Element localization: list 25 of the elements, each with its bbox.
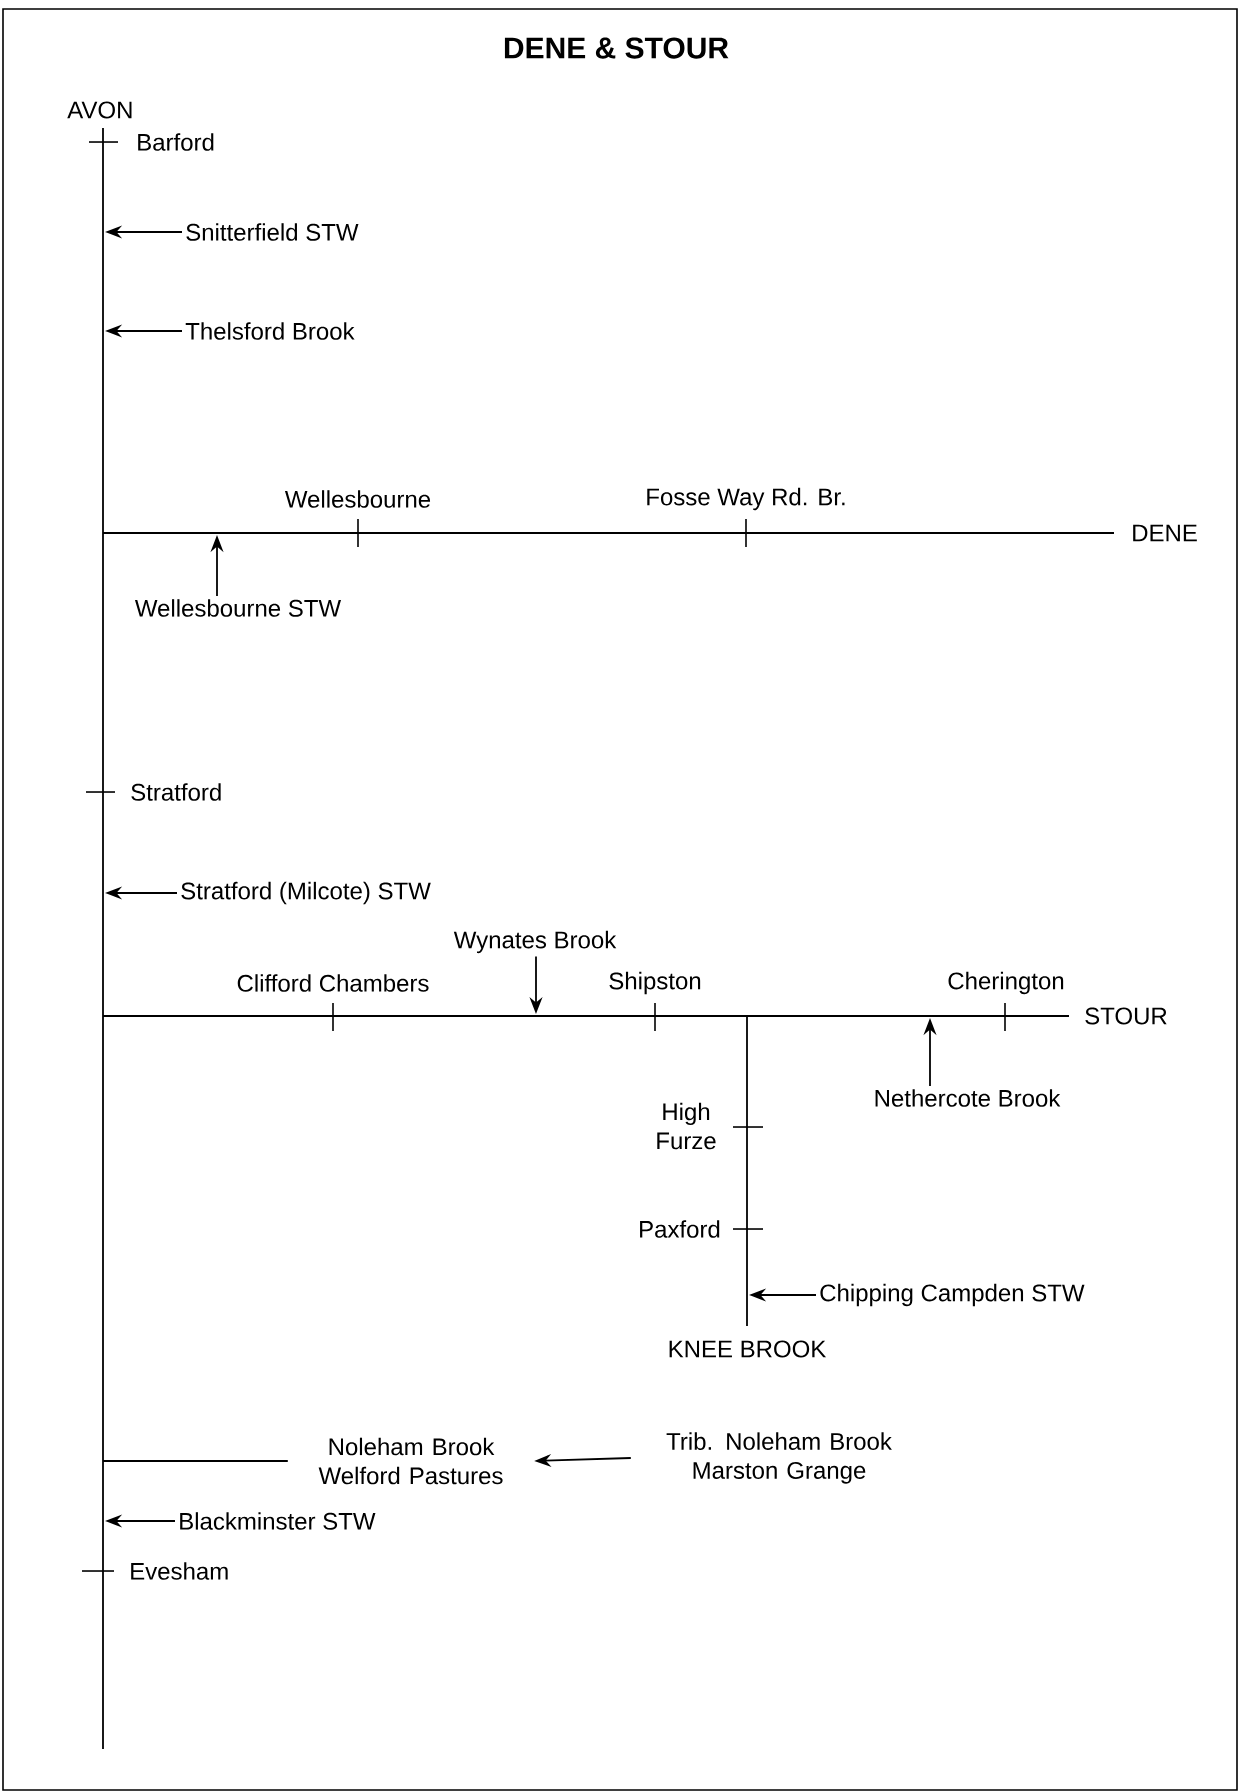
- place-label: Paxford: [640, 1220, 720, 1238]
- place-label: Barford: [138, 133, 214, 151]
- place-label: Clifford Chambers: [237, 974, 429, 992]
- river-name: STOUR: [1085, 1007, 1167, 1025]
- place-label: Stratford: [131, 783, 221, 801]
- source-label: Wellesbourne STW: [134, 599, 341, 617]
- source-label: Blackminster STW: [180, 1512, 376, 1530]
- source-label: Snitterfield STW: [186, 223, 359, 241]
- river-name: AVON: [67, 101, 132, 119]
- source-label: Noleham Brook Welford Pastures: [318, 1437, 503, 1485]
- source-label: Trib. Noleham Brook Marston Grange: [666, 1432, 892, 1484]
- place-label: Shipston: [609, 971, 701, 995]
- source-label: Stratford (Milcote) STW: [181, 881, 431, 905]
- place-label: Cherington: [948, 971, 1064, 995]
- source-label: Wynates Brook: [453, 930, 617, 954]
- place-label: Wellesbourne: [284, 490, 431, 508]
- source-label: Chipping Campden STW: [820, 1283, 1085, 1307]
- title: DENE & STOUR: [504, 37, 729, 59]
- source-label: Thelsford Brook: [185, 322, 355, 340]
- place-label: Fosse Way Rd. Br.: [647, 487, 845, 511]
- river-name: KNEE BROOK: [669, 1340, 827, 1358]
- place-label: High Furze: [657, 1102, 716, 1150]
- place-label: Evesham: [131, 1562, 228, 1580]
- source-label: Nethercote Brook: [875, 1089, 1061, 1107]
- river-name: DENE: [1133, 524, 1197, 542]
